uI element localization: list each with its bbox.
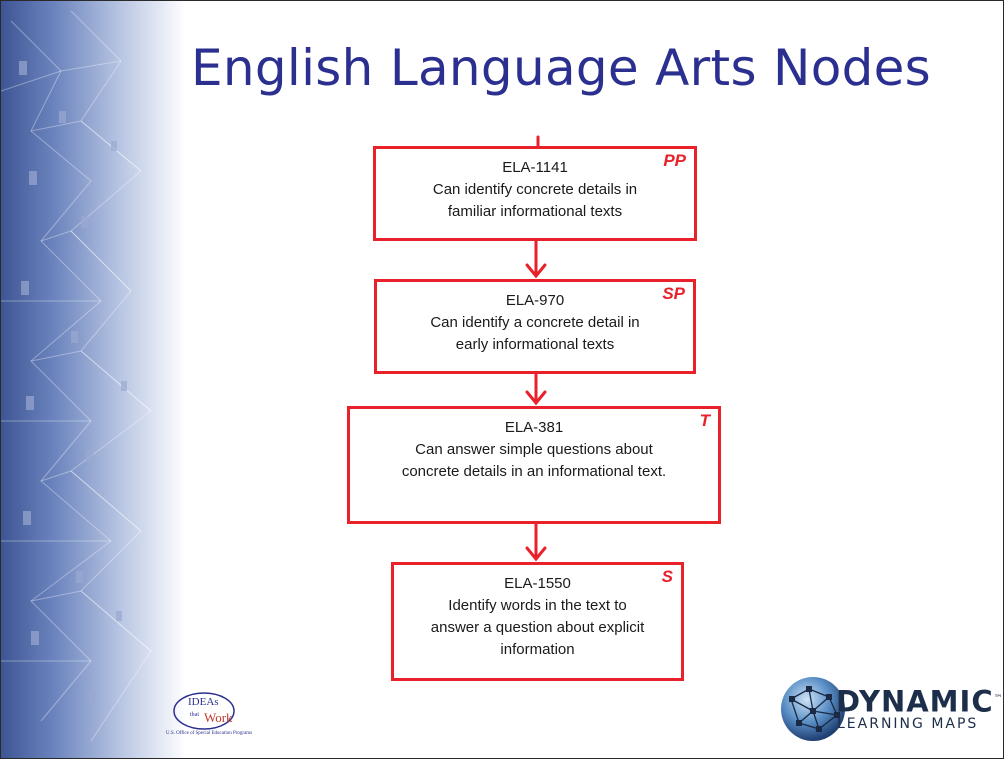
ideas-that-work-logo: IDEAs that Work U.S. Office of Special E… [166,687,256,751]
node-tag: S [661,567,673,586]
node-tag: PP [663,151,686,170]
dlm-wordmark-dynamic: DYNAMIC™ [836,684,1004,719]
node-description: Can answer simple questions about concre… [401,441,667,480]
ideas-logo-icon: IDEAs that Work [173,692,235,730]
node-tag: SP [662,284,685,303]
node-description: Can identify a concrete detail in early … [430,314,640,353]
node-code: ELA-381 [504,419,564,436]
decorative-network-band [1,1,186,758]
svg-text:Work: Work [204,710,233,725]
node-code: ELA-1550 [504,575,571,592]
arrowhead-3 [525,546,547,562]
dynamic-learning-maps-logo [781,677,845,741]
arrowhead-1 [525,263,547,279]
node-description: Identify words in the text to answer a q… [430,597,645,658]
node-tag: T [699,411,710,430]
node-ela-1141: PP ELA-1141 Can identify concrete detail… [373,146,697,241]
node-description: Can identify concrete details in familia… [432,181,638,220]
node-ela-970: SP ELA-970 Can identify a concrete detai… [374,279,696,374]
node-ela-1550: S ELA-1550 Identify words in the text to… [391,562,684,681]
slide-title: English Language Arts Nodes [191,39,932,97]
svg-text:that: that [190,712,199,718]
ideas-caption: U.S. Office of Special Education Program… [166,731,253,736]
arrowhead-2 [525,390,547,406]
network-pattern-icon [1,10,152,742]
globe-icon [781,677,845,741]
node-code: ELA-1141 [502,159,568,176]
node-ela-381: T ELA-381 Can answer simple questions ab… [347,406,721,524]
dlm-wordmark-learning-maps: LEARNING MAPS [837,716,979,732]
node-code: ELA-970 [505,292,565,309]
svg-text:IDEAs: IDEAs [188,696,219,708]
